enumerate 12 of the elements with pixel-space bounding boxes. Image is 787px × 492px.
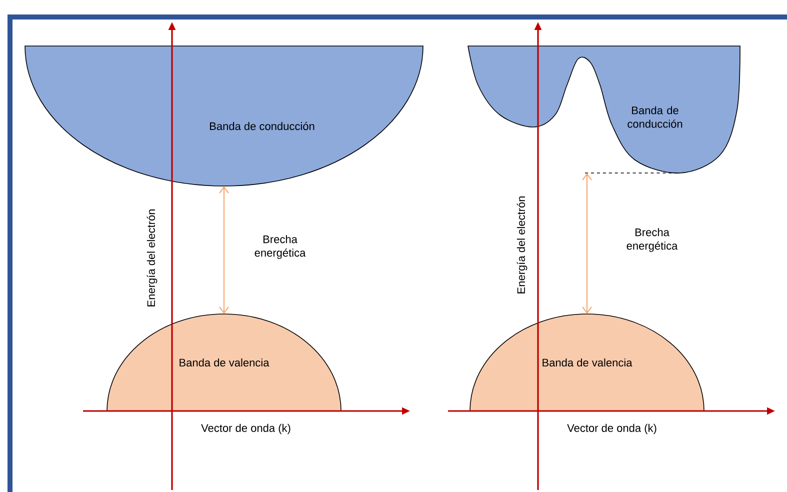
axis-label: Energía del electrón — [146, 210, 158, 306]
edge-label: Brecha energética — [626, 228, 678, 252]
conduction-band: Banda de conducción — [24, 46, 424, 186]
axis-label: Vector de onda (k) — [201, 424, 290, 434]
axis-label: Energía del electrón — [516, 196, 528, 294]
gap-arrow — [582, 173, 592, 314]
edge-label: Brecha energética — [254, 235, 306, 259]
gap-arrow — [219, 186, 229, 314]
conduction-band: Banda de conducción — [468, 46, 740, 174]
axis-label: Vector de onda (k) — [567, 424, 656, 434]
valence-band: Banda de valencia — [106, 314, 342, 412]
valence-band: Banda de valencia — [470, 314, 704, 412]
